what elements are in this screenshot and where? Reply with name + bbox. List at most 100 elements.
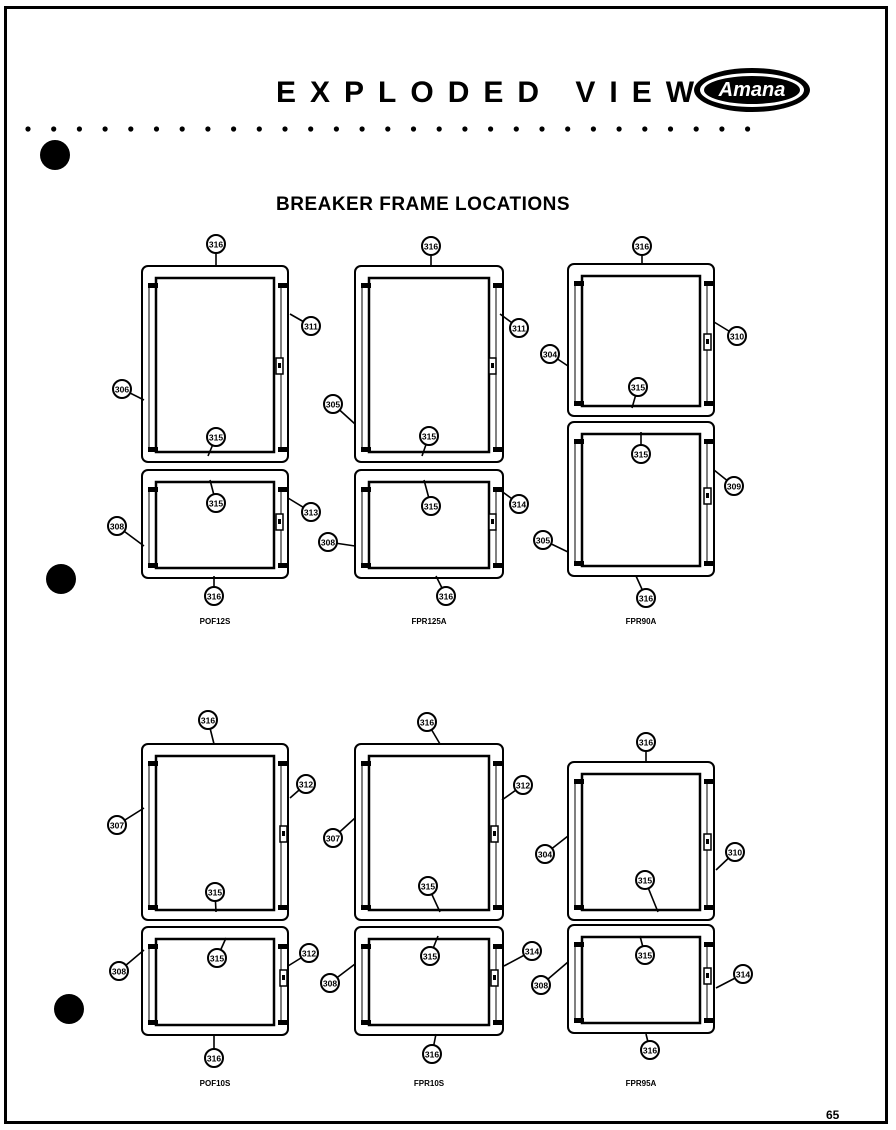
m2-callout-4-label: 315 (424, 502, 438, 512)
m1-callout-2-label: 306 (115, 385, 129, 395)
punch-dot (385, 126, 391, 132)
m5-l0-latch-dot (493, 831, 496, 836)
m5-lower-frame-pin (493, 944, 503, 949)
m2-lower-frame-pin (361, 487, 371, 492)
m2-callout-1-label: 311 (512, 324, 526, 334)
m5-upper-frame-pin (361, 905, 371, 910)
page-number: 65 (826, 1108, 840, 1122)
m2-callout-1-circle (509, 318, 529, 338)
m2-callout-7-label: 316 (439, 592, 453, 602)
m2-callout-5-circle (509, 494, 529, 514)
m6-model-name: FPR95A (626, 1079, 657, 1088)
m3-upper-frame-inner (580, 274, 702, 408)
punch-dot (231, 126, 237, 132)
m6-callout-1-circle (725, 842, 745, 862)
m4-model-name: POF10S (200, 1079, 231, 1088)
m2-callout-7-circle (436, 586, 456, 606)
m6-callout-4-label: 315 (638, 951, 652, 961)
punch-dot (513, 126, 519, 132)
m5-lower-frame-pin (361, 1020, 371, 1025)
m3-callout-1-circle (727, 326, 747, 346)
m4-callout-4-circle (207, 948, 227, 968)
m3-lower-frame-pin (574, 439, 584, 444)
punch-dot (179, 126, 185, 132)
m6-lower-frame-pin (574, 942, 584, 947)
punch-dot (359, 126, 365, 132)
m2-callout-0-label: 316 (424, 242, 438, 252)
punch-dot (488, 126, 494, 132)
m2-callout-6-circle (318, 532, 338, 552)
m2-upper-frame-pin (361, 447, 371, 452)
m5-callout-1-circle (513, 775, 533, 795)
m2-callout-2-label: 305 (326, 400, 340, 410)
m6-lower-frame-pin (574, 1018, 584, 1023)
m3-callout-5-circle (724, 476, 744, 496)
m4-upper-frame-pin (148, 761, 158, 766)
m6-upper-frame-pin (574, 905, 584, 910)
m5-l1-latch-dot (493, 975, 496, 980)
m5-callout-4-circle (420, 946, 440, 966)
m1-upper-frame-outer (141, 265, 289, 463)
m6-callout-7-circle (640, 1040, 660, 1060)
m4-callout-0-circle (198, 710, 218, 730)
m5-callout-5-circle (522, 941, 542, 961)
m4-upper-frame-pin (278, 761, 288, 766)
m2-callout-4-circle (421, 496, 441, 516)
m4-upper-frame-pin (278, 905, 288, 910)
binder-hole-bottom (54, 994, 84, 1024)
punch-dot (642, 126, 648, 132)
m4-callout-0-label: 316 (201, 716, 215, 726)
m1-upper-frame-inner (154, 276, 276, 454)
m6-callout-6-circle (531, 975, 551, 995)
m3-callout-6-circle (533, 530, 553, 550)
m2-callout-5-label: 314 (512, 500, 526, 510)
m4-lower-frame-pin (148, 1020, 158, 1025)
m5-callout-2-label: 307 (326, 834, 340, 844)
m4-callout-6-label: 308 (112, 967, 126, 977)
m1-l1-latch-dot (278, 519, 281, 524)
m3-lower-frame-pin (704, 561, 714, 566)
binder-hole-middle (46, 564, 76, 594)
m3-callout-5-label: 309 (727, 482, 741, 492)
punch-dot (308, 126, 314, 132)
page-title: EXPLODED VIEW (276, 76, 709, 109)
m1-callout-1-circle (301, 316, 321, 336)
punch-dot-row (25, 126, 751, 132)
m2-upper-frame-pin (493, 447, 503, 452)
punch-dot (256, 126, 262, 132)
m5-upper-frame-pin (493, 761, 503, 766)
m6-callout-2-circle (535, 844, 555, 864)
m6-upper-frame-inner (580, 772, 702, 912)
m1-callout-4-circle (206, 493, 226, 513)
punch-dot (719, 126, 725, 132)
m2-lower-frame-pin (493, 563, 503, 568)
m6-callout-1-label: 310 (728, 848, 742, 858)
m2-lower-frame-outer (354, 469, 504, 579)
m5-model-name: FPR10S (414, 1079, 445, 1088)
m2-callout-6-label: 308 (321, 538, 335, 548)
m4-callout-7-label: 316 (207, 1054, 221, 1064)
punch-dot (462, 126, 468, 132)
m1-callout-3-circle (206, 427, 226, 447)
m3-l1-latch-dot (706, 493, 709, 498)
m1-callout-6-circle (107, 516, 127, 536)
m2-callout-0-circle (421, 236, 441, 256)
m3-callout-7-circle (636, 588, 656, 608)
punch-dot (616, 126, 622, 132)
m2-callout-3-label: 315 (422, 432, 436, 442)
m5-callout-6-label: 308 (323, 979, 337, 989)
m1-lower-frame-pin (278, 563, 288, 568)
m2-callout-3-circle (419, 426, 439, 446)
m4-callout-3-circle (205, 882, 225, 902)
m6-lower-frame-pin (704, 1018, 714, 1023)
m1-callout-0-circle (206, 234, 226, 254)
m6-upper-frame-outer (567, 761, 715, 921)
diagram-subtitle: BREAKER FRAME LOCATIONS (276, 194, 571, 215)
m1-upper-frame-pin (148, 283, 158, 288)
m6-callout-4-circle (635, 945, 655, 965)
m5-callout-0-circle (417, 712, 437, 732)
m5-upper-frame-pin (361, 761, 371, 766)
m6-callout-6-label: 308 (534, 981, 548, 991)
m4-callout-4-label: 315 (210, 954, 224, 964)
m4-lower-frame-outer (141, 926, 289, 1036)
